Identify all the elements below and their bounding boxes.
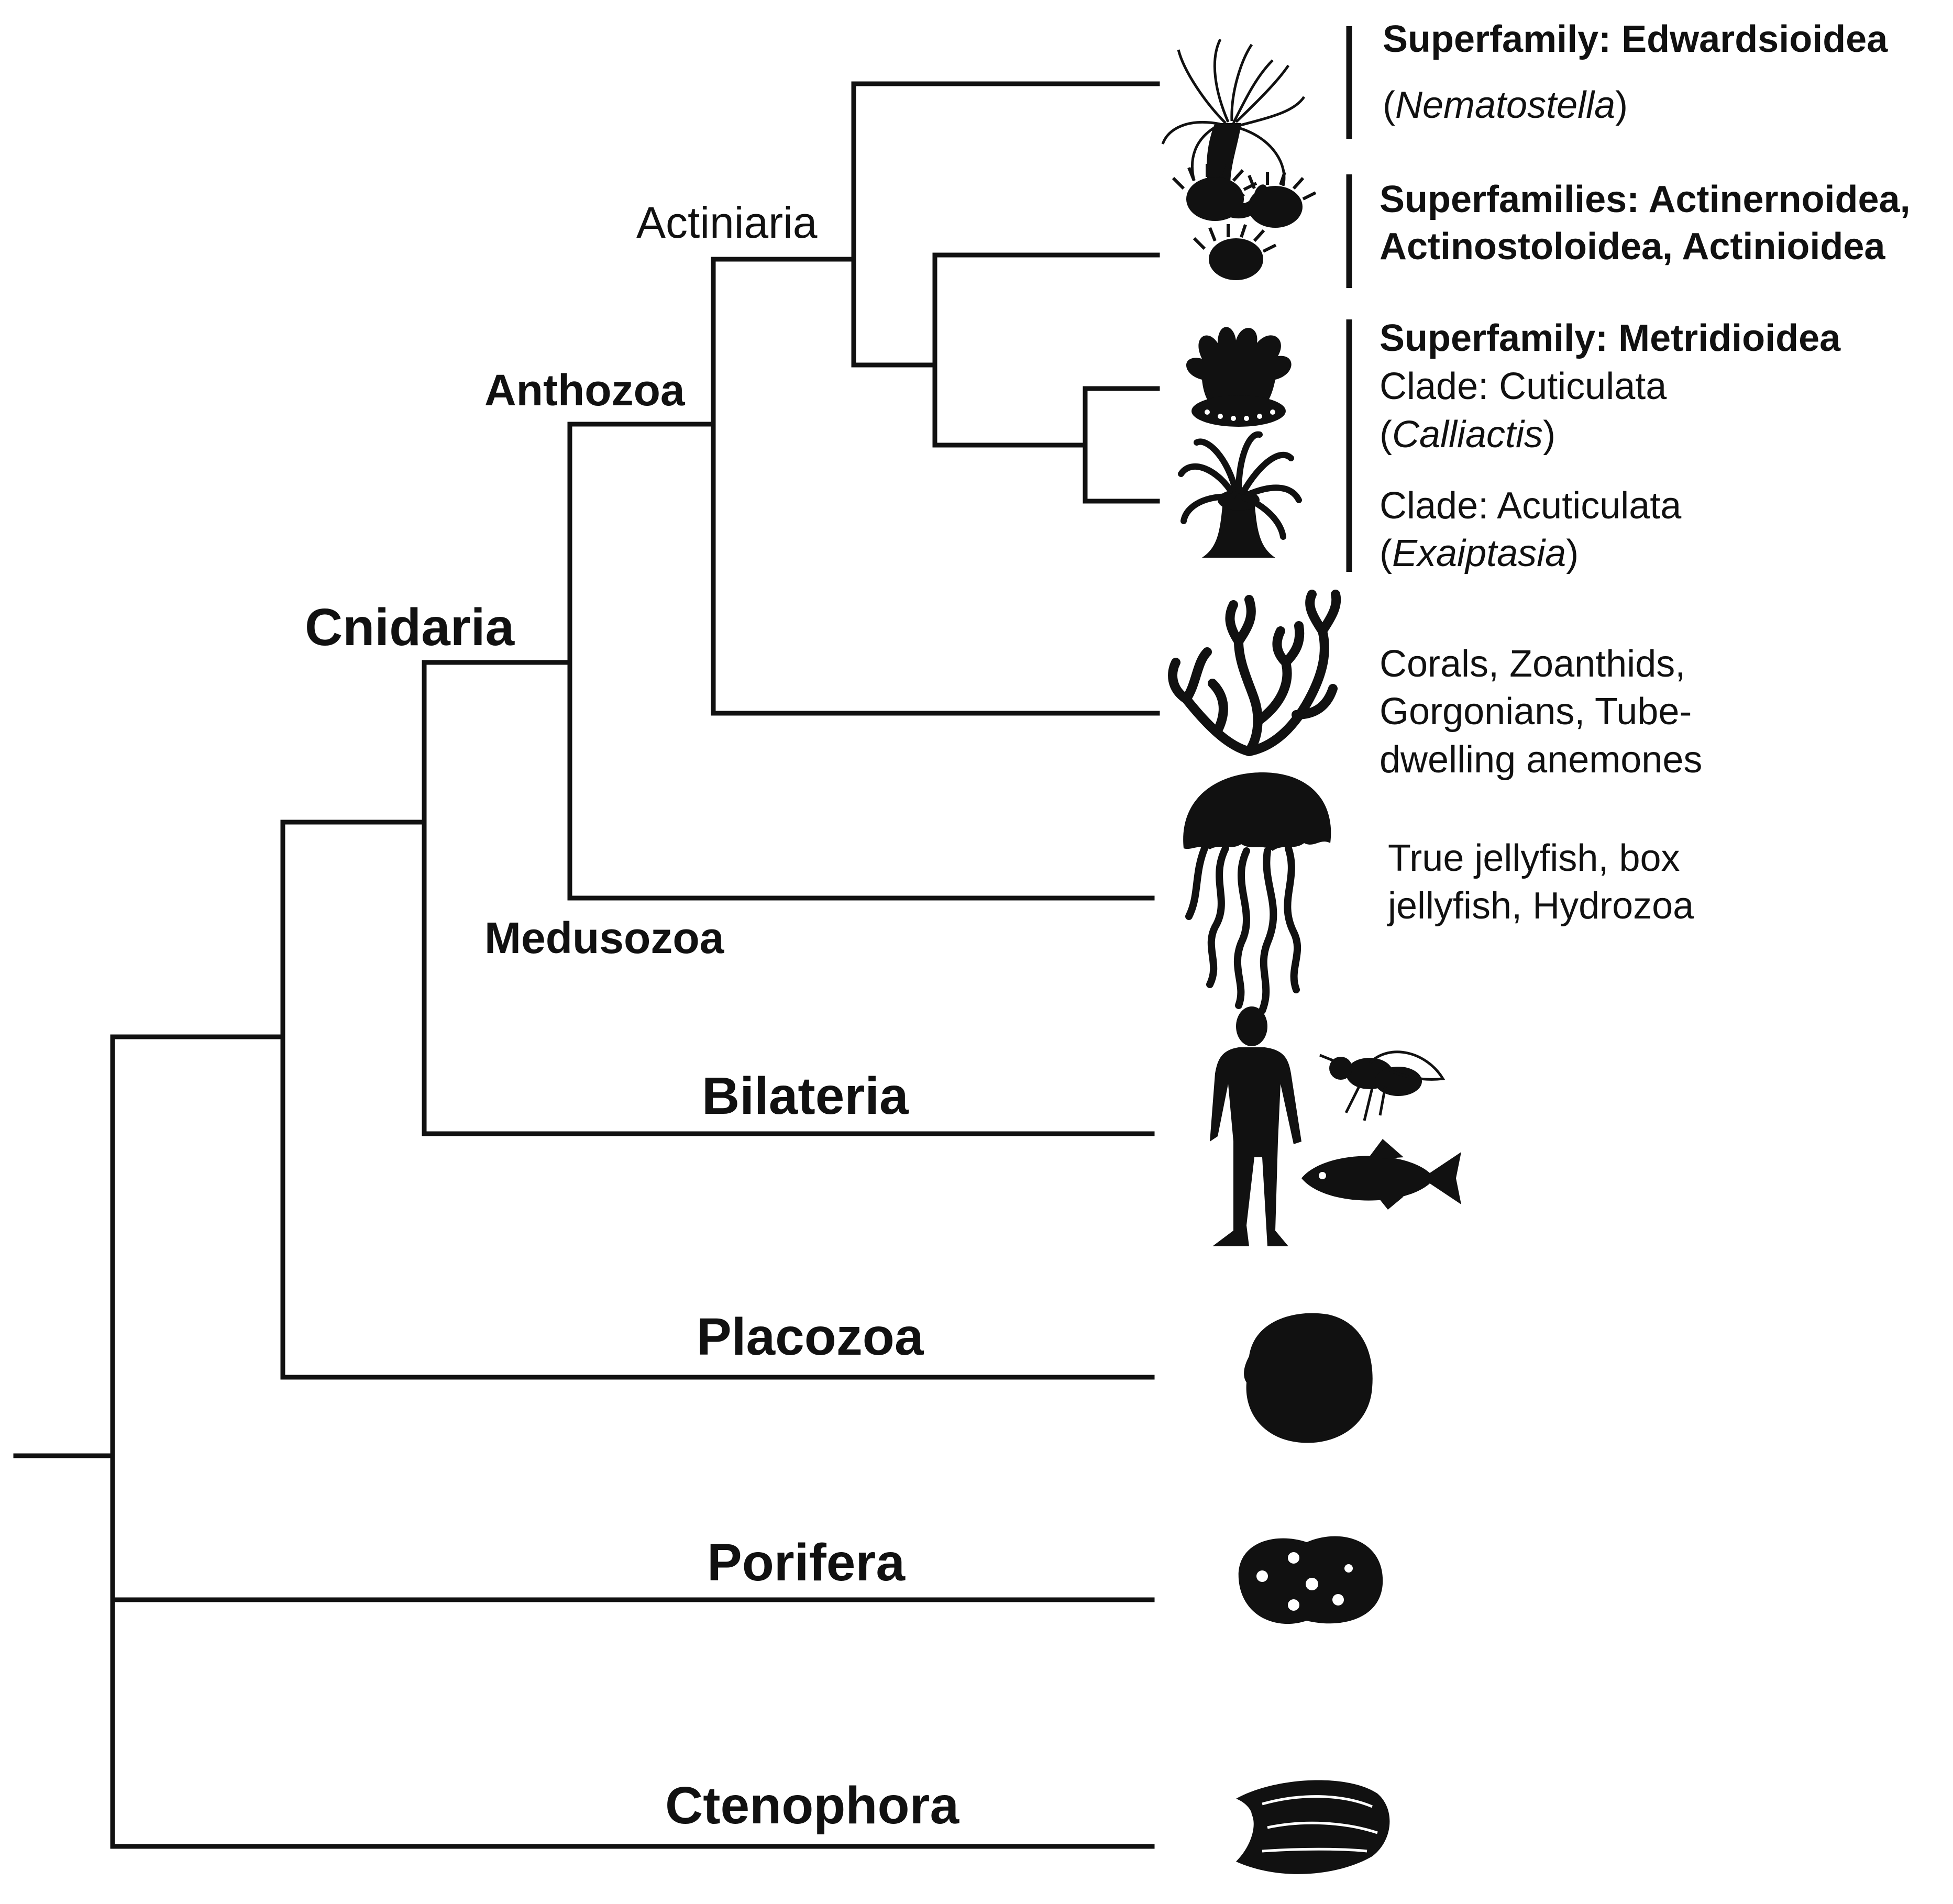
- jellyfish-line1: True jellyfish, box: [1388, 837, 1680, 879]
- corals-line2: Gorgonians, Tube-: [1380, 691, 1692, 733]
- clade-cuticulata: Clade: Cuticulata: [1380, 366, 1667, 407]
- fish-icon: [1301, 1139, 1461, 1210]
- clade-acuticulata: Clade: Acuticulata: [1380, 485, 1682, 527]
- exaiptasia-genus: (Exaiptasia): [1380, 533, 1579, 574]
- corals-line1: Corals, Zoanthids,: [1380, 643, 1686, 685]
- calliactis-icon: [1186, 327, 1292, 427]
- sponge-icon: [1238, 1536, 1383, 1624]
- jellyfish-icon: [1183, 772, 1331, 1014]
- corals-line3: dwelling anemones: [1380, 739, 1703, 781]
- node-label-medusozoa: Medusozoa: [484, 913, 724, 962]
- placozoa-icon: [1244, 1313, 1373, 1443]
- edwardsioidea-title: Superfamily: Edwardsioidea: [1383, 18, 1888, 60]
- actinioidea-line1: Superfamilies: Actinernoidea,: [1380, 179, 1911, 220]
- ctenophore-icon: [1236, 1780, 1390, 1874]
- calliactis-genus: (Calliactis): [1380, 414, 1556, 456]
- actinioidea-line2: Actinostoloidea, Actinioidea: [1380, 226, 1885, 268]
- edwardsioidea-genus: (Nematostella): [1383, 84, 1628, 126]
- tree-branches: [13, 81, 1160, 1849]
- exaiptasia-icon: [1178, 431, 1302, 558]
- node-label-anthozoa: Anthozoa: [484, 366, 685, 415]
- node-label-porifera: Porifera: [707, 1533, 905, 1592]
- coral-icon: [1168, 590, 1341, 756]
- node-label-placozoa: Placozoa: [697, 1308, 924, 1366]
- anemone-cluster-icon: [1172, 164, 1317, 280]
- jellyfish-line2: jellyfish, Hydrozoa: [1388, 885, 1694, 927]
- node-label-ctenophora: Ctenophora: [665, 1776, 959, 1835]
- node-label-cnidaria: Cnidaria: [305, 598, 515, 657]
- fly-icon: [1319, 1050, 1446, 1121]
- human-icon: [1210, 1006, 1301, 1246]
- node-label-bilateria: Bilateria: [702, 1067, 909, 1125]
- node-label-actiniaria: Actiniaria: [636, 198, 818, 247]
- metridioidea-title: Superfamily: Metridioidea: [1380, 317, 1841, 359]
